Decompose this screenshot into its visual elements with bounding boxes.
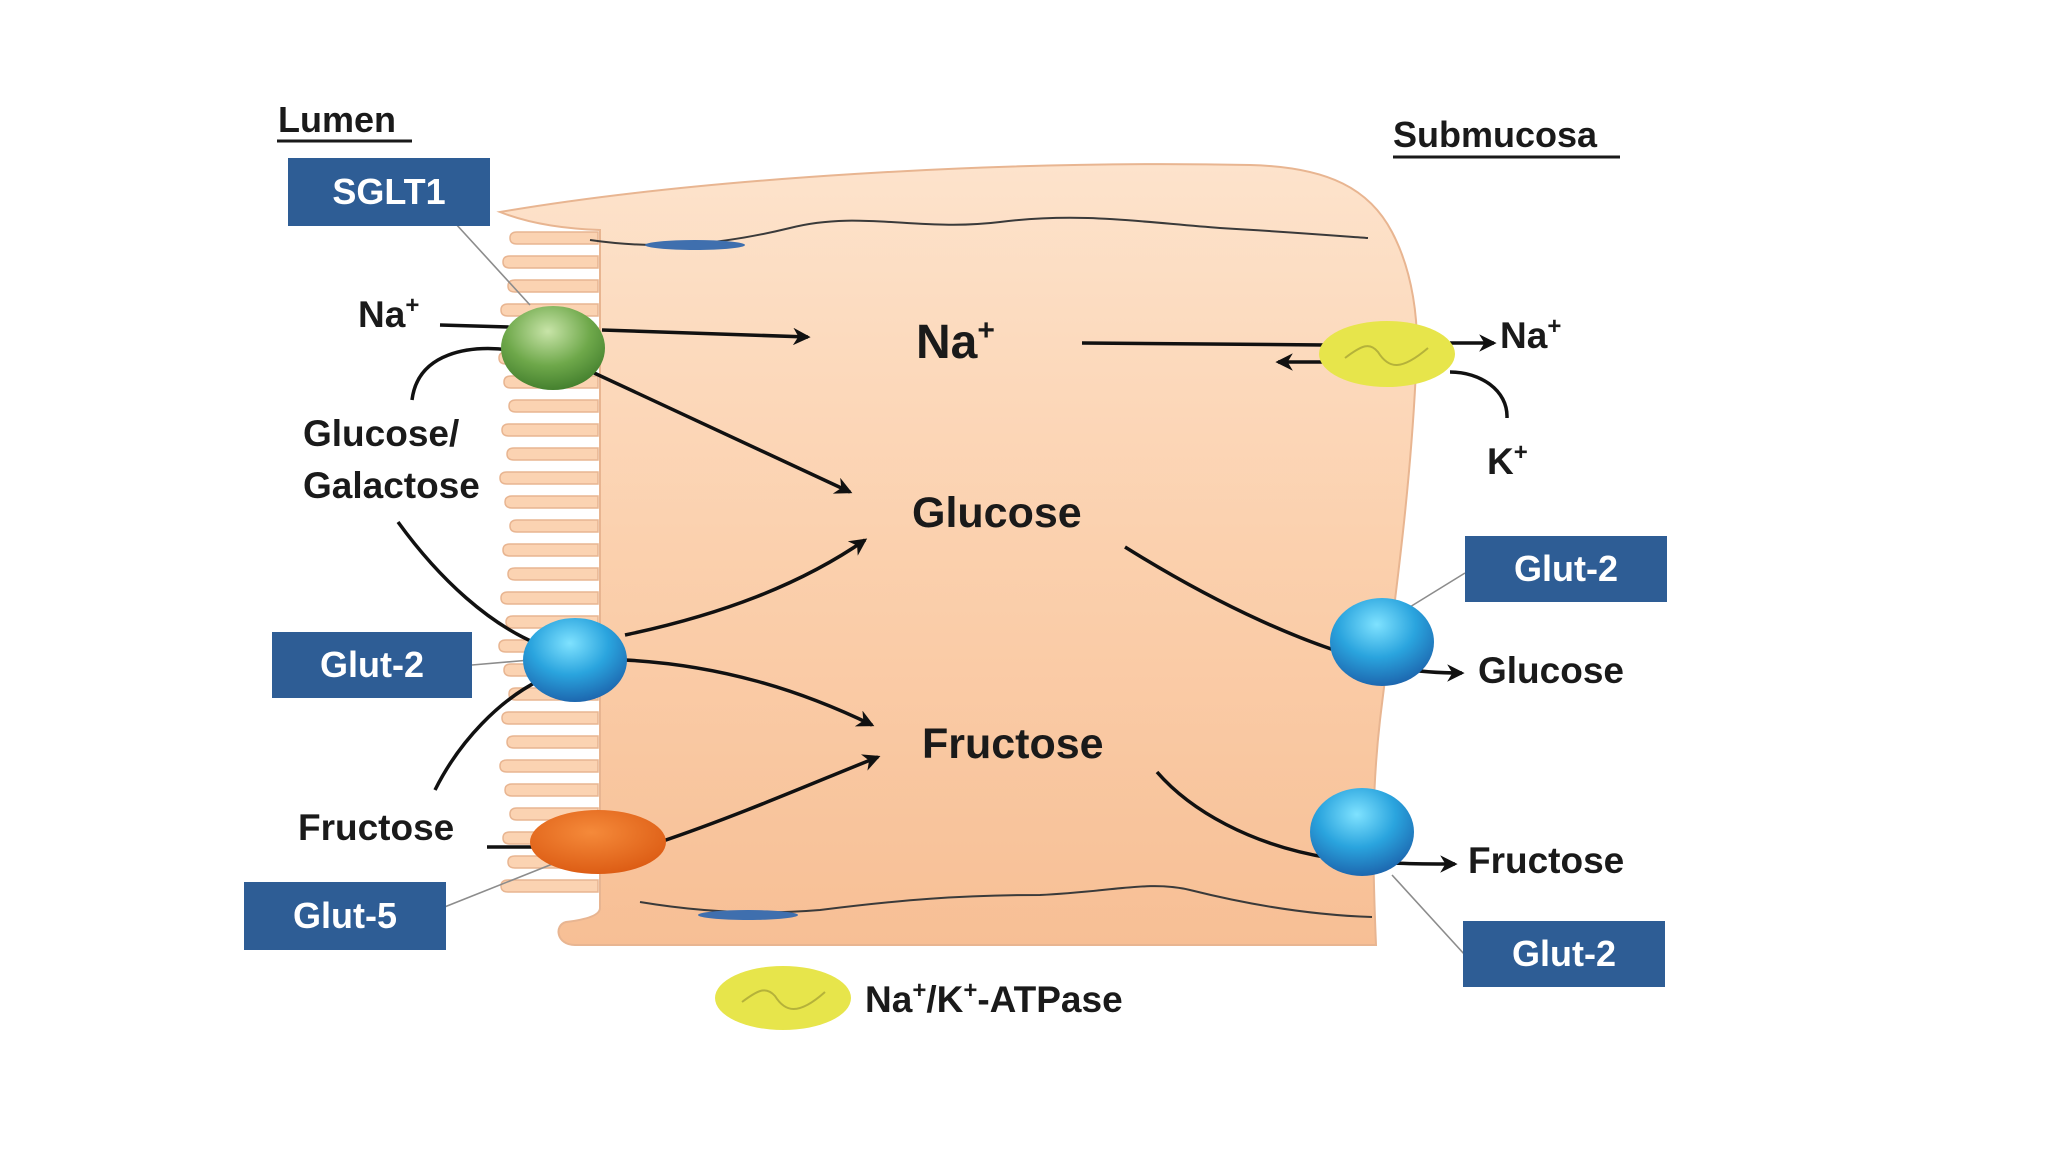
svg-text:Glut-2: Glut-2 (320, 644, 424, 685)
enterocyte-cell-body (496, 163, 1418, 946)
sglt1-glucose-arrow (591, 370, 853, 494)
glut2-basolateral-fructose-leader (1391, 874, 1466, 956)
na-to-pump-line (1081, 341, 1326, 347)
cell-glucose-label: Glucose (912, 489, 1082, 537)
microvillus (508, 399, 599, 413)
submucosa-fructose-label: Fructose (1468, 840, 1624, 881)
submucosa-k-label: K+ (1487, 439, 1528, 482)
glut2-apical-leader (471, 659, 531, 666)
na-k-atpase-pump (1319, 321, 1455, 387)
microvillus (499, 471, 599, 485)
na-entry-line (439, 323, 511, 329)
cell-na-label: Na+ (916, 314, 995, 369)
microvillus (504, 495, 599, 509)
svg-text:Glut-5: Glut-5 (293, 895, 397, 936)
microvillus (506, 735, 599, 749)
sglt1-leader (454, 222, 531, 306)
glut2-glucose-arrow (624, 538, 868, 637)
microvillus (501, 711, 599, 725)
microvillus (502, 543, 599, 557)
glut2-basolateral-glucose-label-box: Glut-2 (1465, 536, 1667, 602)
submucosa-glucose-label: Glucose (1478, 650, 1624, 691)
glut2-basolateral-glucose-leader (1404, 572, 1466, 611)
submucosa-na-label: Na+ (1500, 313, 1561, 356)
svg-text:Glut-2: Glut-2 (1514, 548, 1618, 589)
glut5-label-box: Glut-5 (244, 882, 446, 950)
submucosa-heading: Submucosa (1393, 114, 1598, 155)
sglt1-transporter (501, 306, 605, 390)
glucose-galactose-to-glut2-curve (396, 520, 541, 647)
glucose-galactose-entry-curve (410, 346, 511, 401)
microvillus (509, 231, 599, 245)
sglt1-label-box: SGLT1 (288, 158, 490, 226)
microvillus (500, 879, 599, 893)
microvillus (502, 255, 599, 269)
lumen-heading: Lumen (278, 99, 396, 140)
glut5-fructose-arrow (659, 754, 881, 844)
microvillus (507, 279, 599, 293)
glut2-basolateral-fructose-label-box: Glut-2 (1463, 921, 1665, 987)
microvillus (504, 783, 599, 797)
glut2-basolateral-glucose-transporter (1330, 598, 1434, 686)
lumen-na-label: Na+ (358, 292, 419, 335)
top-junction-mark (645, 240, 745, 250)
lumen-fructose-label: Fructose (298, 807, 454, 848)
microvillus (501, 423, 599, 437)
glut2-fructose-arrow (624, 658, 875, 727)
glut2-apical-transporter (523, 618, 627, 702)
k-into-pump-curve (1449, 370, 1509, 419)
glut5-transporter (530, 810, 666, 874)
bottom-junction-mark (698, 910, 798, 920)
microvillus (509, 519, 599, 533)
microvillus (499, 759, 599, 773)
legend: Na+/K+-ATPase (715, 966, 1123, 1030)
svg-text:SGLT1: SGLT1 (332, 171, 445, 212)
fructose-to-glut2-curve (433, 678, 541, 791)
microvillus (507, 567, 599, 581)
legend-atpase-swatch (715, 966, 851, 1030)
lumen-glucose-galactose-label-line1: Glucose/ (303, 413, 459, 454)
sglt1-na-arrow (601, 327, 811, 346)
glut2-apical-label-box: Glut-2 (272, 632, 472, 698)
glut2-basolateral-fructose-transporter (1310, 788, 1414, 876)
lumen-glucose-galactose-label-line2: Galactose (303, 465, 480, 506)
cell-fructose-label: Fructose (922, 720, 1104, 768)
svg-text:Glut-2: Glut-2 (1512, 933, 1616, 974)
glut5-leader (441, 862, 556, 909)
microvillus (500, 591, 599, 605)
legend-atpase-label: Na+/K+-ATPase (865, 977, 1123, 1020)
microvillus (506, 447, 599, 461)
